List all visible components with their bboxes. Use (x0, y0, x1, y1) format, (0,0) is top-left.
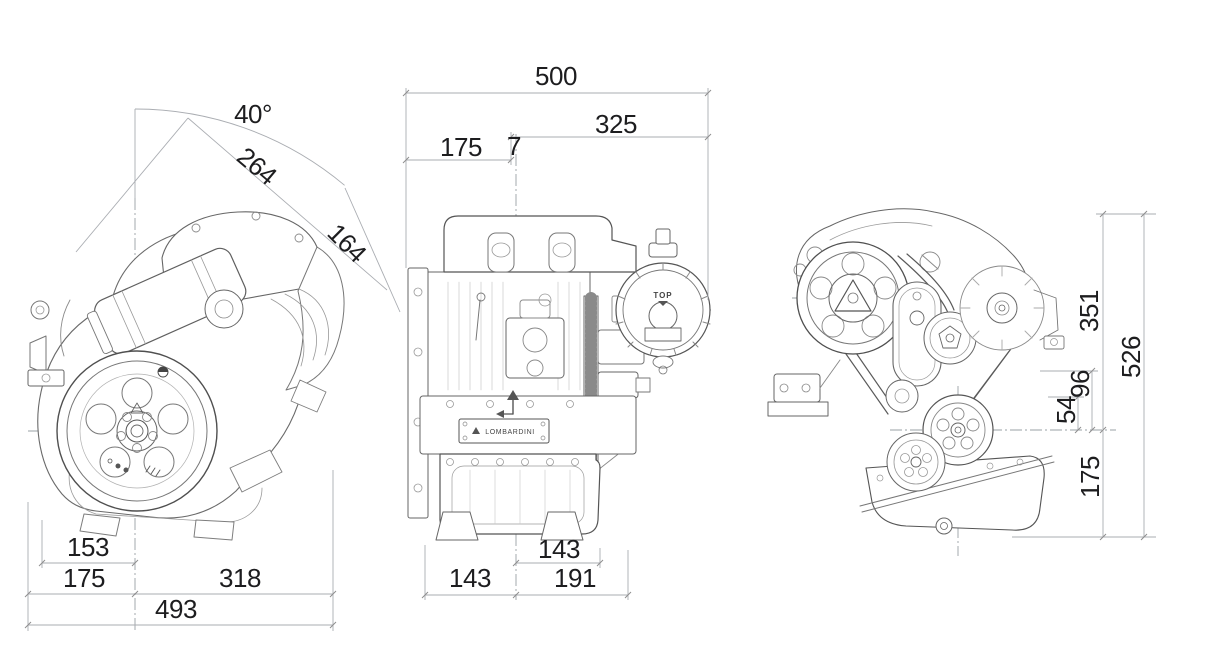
dim-side-foot-front-to-cylinder: 143 (449, 563, 491, 593)
dim-side-front-to-mount: 175 (440, 132, 482, 162)
front-view-engine-drawing (27, 211, 345, 541)
side-view-engine-drawing: LOMBARDINI TOP (407, 215, 711, 541)
air-filter-top-marking: TOP (653, 291, 672, 300)
nameplate-text: LOMBARDINI (485, 429, 535, 436)
dim-front-crank-to-right: 318 (219, 563, 261, 593)
dim-front-overall-width: 493 (155, 594, 197, 624)
dim-side-cylinder-to-flange: 143 (538, 534, 580, 564)
dim-rear-crank-to-top: 351 (1074, 290, 1104, 332)
rear-view-engine-drawing (767, 208, 1065, 535)
dim-front-crank-to-flywheel-face: 153 (67, 532, 109, 562)
dim-front-intake-tilt-angle: 40° (234, 99, 272, 129)
dimension-end-ticks (24, 89, 1148, 629)
dim-front-crank-to-left: 175 (63, 563, 105, 593)
dim-rear-overall-height: 526 (1116, 336, 1146, 378)
dim-side-mount-offset: 7 (507, 131, 521, 161)
dimension-lines (27, 88, 1156, 631)
dim-side-cylinder-to-rear: 325 (595, 109, 637, 139)
dim-rear-mount-hole-lower: 54 (1051, 396, 1081, 424)
dim-rear-crank-to-bottom: 175 (1075, 456, 1105, 498)
dim-side-cylinder-to-foot-rear: 191 (554, 563, 596, 593)
dim-rear-mount-hole-upper: 96 (1065, 370, 1095, 398)
dim-side-overall-length: 500 (535, 61, 577, 91)
